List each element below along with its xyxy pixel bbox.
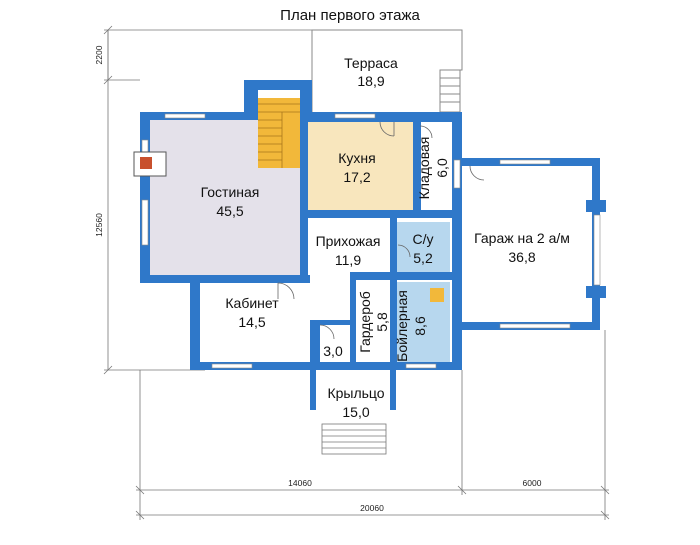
living-area: 45,5 bbox=[216, 203, 243, 219]
boiler-name: Бойлерная bbox=[394, 290, 410, 362]
vestibule-area: 3,0 bbox=[323, 343, 343, 359]
kitchen-floor bbox=[305, 120, 413, 210]
pantry-area: 6,0 bbox=[434, 158, 450, 178]
kitchen-name: Кухня bbox=[338, 150, 375, 166]
porch-area: 15,0 bbox=[342, 404, 369, 420]
dim-left-vertical: 12560 bbox=[94, 213, 104, 237]
terrace-outline bbox=[311, 29, 463, 113]
dim-top-left-vertical: 2200 bbox=[94, 45, 104, 64]
garage-area: 36,8 bbox=[508, 249, 535, 265]
kitchen-area: 17,2 bbox=[343, 169, 370, 185]
porch-steps bbox=[321, 423, 387, 455]
living-name: Гостиная bbox=[201, 184, 260, 200]
fireplace-icon bbox=[133, 151, 167, 177]
study-name: Кабинет bbox=[225, 295, 279, 311]
plan-title: План первого этажа bbox=[280, 7, 420, 24]
dim-bottom-total: 20060 bbox=[360, 503, 384, 513]
hall-area: 11,9 bbox=[335, 252, 361, 268]
garage-name: Гараж на 2 а/м bbox=[474, 230, 570, 246]
pantry-name: Кладовая bbox=[416, 137, 432, 200]
room-labels: Терраса 18,9 Кухня 17,2 Кладовая 6,0 Гос… bbox=[201, 55, 570, 420]
windows bbox=[141, 113, 601, 369]
doors bbox=[277, 121, 485, 340]
terrace-area: 18,9 bbox=[357, 73, 384, 89]
wc-name: С/у bbox=[413, 231, 434, 247]
terrace-name: Терраса bbox=[344, 55, 398, 71]
porch-name: Крыльцо bbox=[327, 385, 384, 401]
boiler-unit bbox=[430, 288, 444, 302]
wc-area: 5,2 bbox=[413, 250, 433, 266]
dimension-lines bbox=[103, 25, 610, 520]
hall-name: Прихожая bbox=[316, 233, 381, 249]
wardrobe-area: 5,8 bbox=[374, 312, 390, 332]
stair-floor bbox=[258, 98, 300, 168]
stair-treads bbox=[258, 103, 300, 168]
dim-bottom-garage: 6000 bbox=[523, 478, 542, 488]
dim-bottom-house: 14060 bbox=[288, 478, 312, 488]
wardrobe-name: Гардероб bbox=[357, 291, 373, 353]
study-area: 14,5 bbox=[238, 314, 265, 330]
boiler-area: 8,6 bbox=[412, 316, 428, 336]
